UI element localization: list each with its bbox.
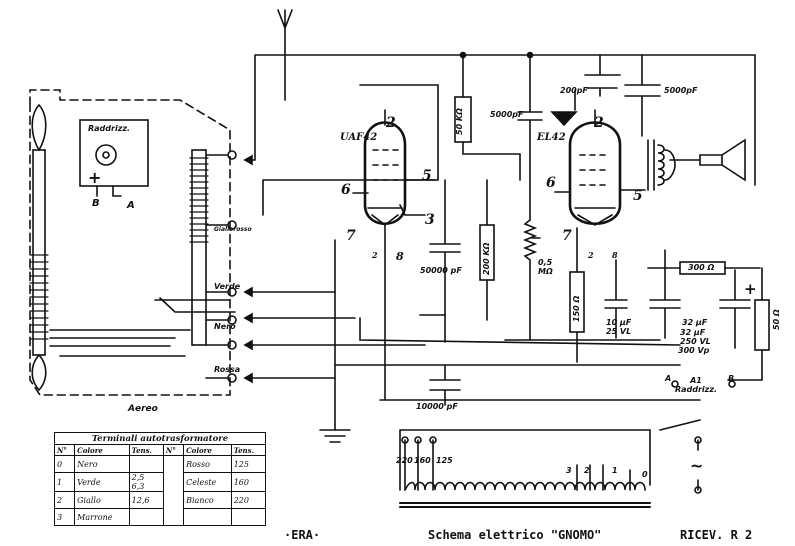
resistor-50 <box>754 299 770 351</box>
table-title: Terminali autotrasformatore <box>54 432 266 445</box>
resistor-200k-label: 200 KΩ <box>482 242 491 275</box>
pot-label: 0,5 MΩ <box>538 258 553 276</box>
tube-af-envelope <box>568 121 622 226</box>
af-pin-8: 8 <box>612 250 618 260</box>
table-header: Colore <box>74 444 130 456</box>
term-verde: Verde <box>214 282 241 291</box>
tap-220: 220 <box>396 456 413 465</box>
ground-symbol-mid <box>550 111 578 127</box>
aereo-label: Aereo <box>128 404 158 414</box>
cap-32b-label: 32 μF 250 VL <box>680 328 711 346</box>
cap-50000-label: 50000 pF <box>420 266 462 275</box>
table-cell <box>230 508 267 526</box>
cap-32c-label: 300 Vp <box>678 346 710 355</box>
af-pin-5: 5 <box>633 188 643 204</box>
table-header: Colore <box>183 444 232 456</box>
table-cell: 160 <box>230 472 267 492</box>
tap-160: 160 <box>414 456 431 465</box>
cap-5000pf-right-label: 5000pF <box>664 86 698 95</box>
rf-pin-7: 7 <box>346 228 356 244</box>
tube-af-label: EL42 <box>537 132 566 143</box>
schematic-title: Schema elettrico "GNOMO" <box>428 528 602 542</box>
model-label: RICEV. R 2 <box>680 528 753 542</box>
af-pin-6: 6 <box>546 175 556 191</box>
table-cell: 12,6 <box>128 491 164 509</box>
table-cell: 0 <box>53 455 76 473</box>
resistor-300-label: 300 Ω <box>688 263 715 272</box>
coil-left <box>32 149 46 356</box>
coil-right <box>191 149 207 346</box>
tap-125: 125 <box>436 456 453 465</box>
tens-value: 6,3 <box>131 482 145 491</box>
table-cell: 220 <box>230 491 267 509</box>
rect-b-label: B <box>92 198 100 209</box>
af-pin-2b: 2 <box>588 250 594 260</box>
table-cell: Bianco <box>183 491 232 509</box>
table-cell: Verde <box>74 472 130 492</box>
table-cell <box>128 455 164 473</box>
cap-10000-label: 10000 pF <box>416 402 458 411</box>
table-cell: 125 <box>230 455 267 473</box>
table-cell: 1 <box>53 472 76 492</box>
tens-value: 2,5 <box>131 473 145 482</box>
table-cell: Celeste <box>183 472 232 492</box>
term-gialloverde: Giallorosso <box>214 226 252 233</box>
cap-10uf-label: 10 μF 25 VL <box>606 318 632 336</box>
term-rossa: Rossa <box>214 365 241 374</box>
ac-symbol: ~ <box>690 456 704 475</box>
table-cell <box>183 508 232 526</box>
resistor-50k <box>454 96 472 143</box>
table-header: N° <box>53 444 76 456</box>
tap-3: 3 <box>566 466 572 475</box>
cap-200pf-label: 200pF <box>560 86 588 95</box>
resistor-50-label: 50 Ω <box>772 309 781 330</box>
term-nero: Nero <box>214 322 236 331</box>
brand-label: ·ERA· <box>284 528 321 542</box>
a-right-label: A <box>665 374 672 383</box>
tap-1: 1 <box>612 466 618 475</box>
autotransformer-terminals-table: Terminali autotrasformatore N° Colore Te… <box>53 432 267 526</box>
rf-pin-2: 2 <box>386 115 396 131</box>
rectifier-terminal-label: A1 Raddrizz. <box>674 376 718 394</box>
table-header: N° <box>162 444 185 456</box>
cap-32a-label: 32 μF <box>682 318 708 327</box>
resistor-150-label: 150 Ω <box>572 295 581 322</box>
tube-rf-envelope <box>363 121 407 226</box>
table-cell <box>128 508 164 526</box>
plus-label: + <box>88 168 102 187</box>
rf-pin-5: 5 <box>422 168 432 184</box>
table-header: Tens. <box>230 444 267 456</box>
table-cell <box>162 455 185 526</box>
tap-0: 0 <box>642 470 648 479</box>
resistor-50k-label: 50 KΩ <box>455 108 464 135</box>
table-cell: Rosso <box>183 455 232 473</box>
tap-2: 2 <box>584 466 590 475</box>
table-cell: Nero <box>74 455 130 473</box>
raddrizz-label: Raddrizz. <box>88 124 131 133</box>
coil-shield <box>29 89 231 396</box>
table-cell: Marrone <box>74 508 130 526</box>
tube-rf-label: UAF42 <box>340 132 378 143</box>
af-pin-2: 2 <box>594 115 604 131</box>
rf-pin-8: 8 <box>396 250 404 263</box>
table-cell: Giallo <box>74 491 130 509</box>
table-cell: 3 <box>53 508 76 526</box>
table-header: Tens. <box>128 444 164 456</box>
b-right-label: B <box>728 374 735 383</box>
rf-pin-6: 6 <box>341 182 351 198</box>
af-pin-7: 7 <box>562 228 572 244</box>
rect-a-label: A <box>127 200 135 211</box>
rf-pin-3: 3 <box>425 212 435 228</box>
cap-5000pf-top-label: 5000pF <box>490 110 524 119</box>
rf-pin-2b: 2 <box>372 250 378 260</box>
table-cell: 2 <box>53 491 76 509</box>
plus-right-label: + <box>744 280 757 298</box>
rectifier-body <box>79 119 149 187</box>
